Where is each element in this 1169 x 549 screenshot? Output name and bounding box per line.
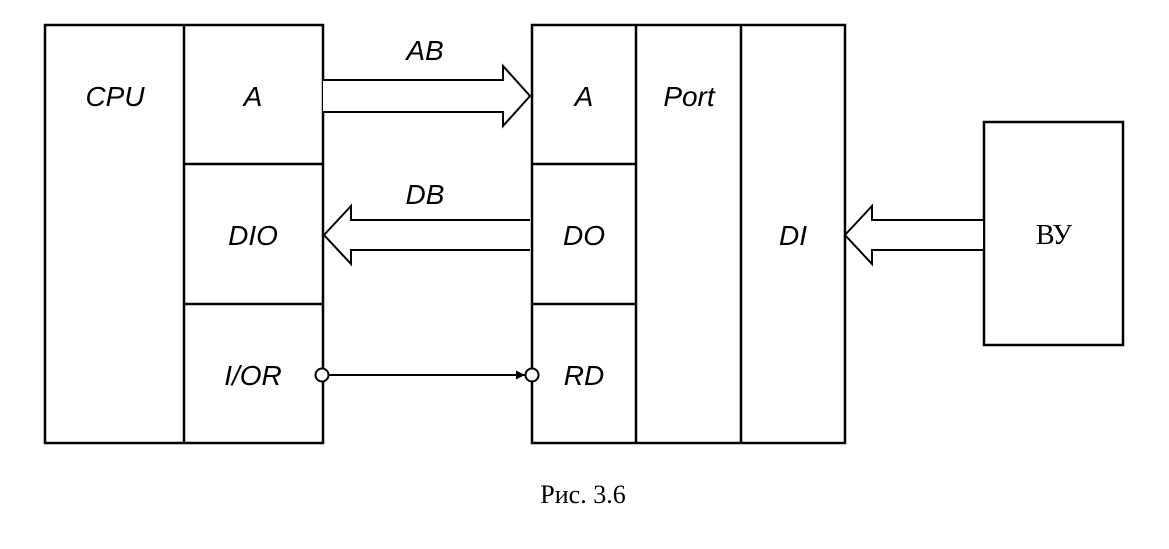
port-input-a: A	[573, 81, 594, 112]
cpu-port-a: A	[242, 81, 263, 112]
port-input-do: DO	[563, 220, 605, 251]
cpu-port-dio: DIO	[228, 220, 278, 251]
ior-inversion-bubble	[314, 367, 330, 383]
figure-caption: Рис. 3.6	[540, 480, 625, 509]
address-bus-arrow	[323, 63, 532, 129]
address-bus: AB	[323, 35, 532, 129]
port-title: Port	[663, 81, 716, 112]
port-block: A Port DO DI RD	[530, 23, 847, 445]
cpu-port-ior: I/OR	[224, 360, 282, 391]
device-block: ВУ	[982, 120, 1125, 347]
device-outline	[982, 120, 1125, 347]
device-label: ВУ	[1036, 220, 1072, 251]
port-output-di: DI	[779, 220, 807, 251]
cpu-block: CPU A DIO I/OR	[43, 23, 325, 445]
data-bus: DB	[322, 179, 530, 267]
data-bus-label: DB	[406, 179, 445, 210]
device-to-port-arrow	[843, 203, 983, 267]
rd-inversion-bubble	[524, 367, 540, 383]
data-bus-arrow	[322, 203, 530, 267]
control-line	[314, 367, 540, 383]
cpu-title: CPU	[85, 81, 145, 112]
address-bus-label: AB	[404, 35, 443, 66]
port-input-rd: RD	[564, 360, 604, 391]
